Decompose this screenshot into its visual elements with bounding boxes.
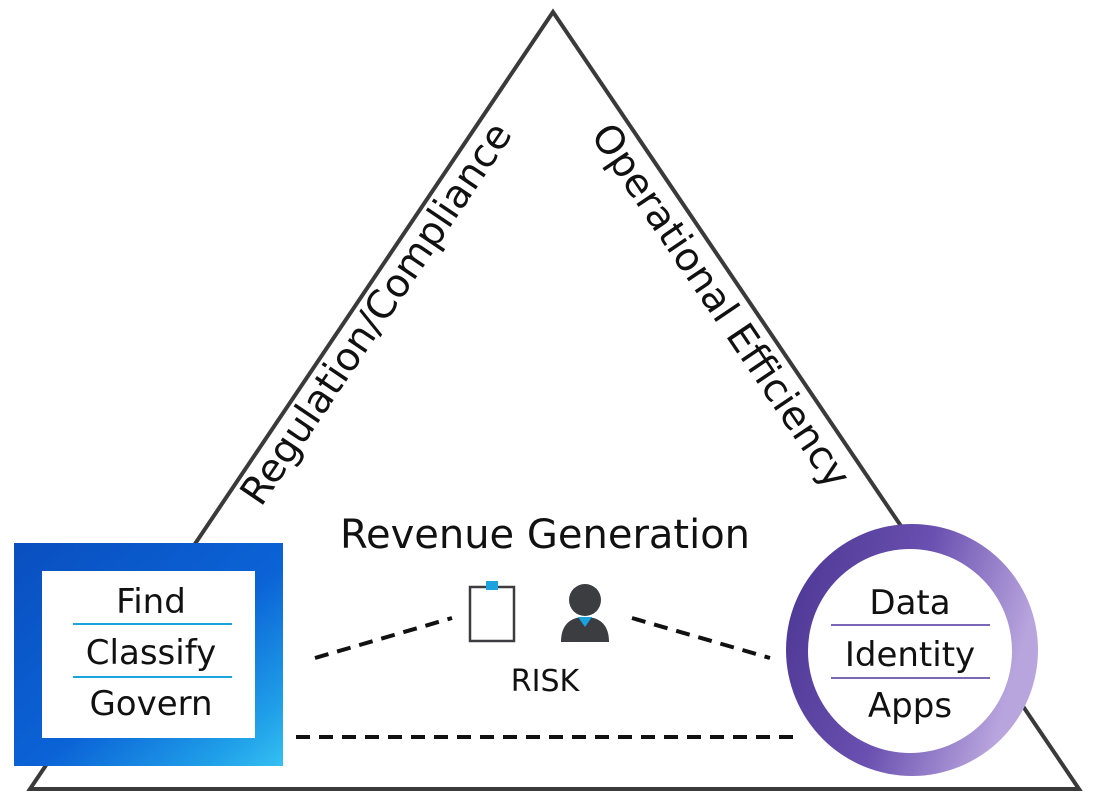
box-item-govern: Govern [89,684,212,724]
box-item-classify: Classify [86,633,216,673]
edge-label-left: Regulation/Compliance [232,114,521,513]
circle-item-data: Data [869,583,950,623]
edge-label-bottom: Revenue Generation [340,512,750,558]
triangle-outline [26,8,1083,791]
person-icon [561,584,609,642]
circle-item-apps: Apps [868,686,952,726]
clipboard-icon [468,581,516,643]
edge-label-right: Operational Efficiency [582,116,859,497]
data-identity-apps-circle: Data Identity Apps [786,524,1038,776]
risk-label: RISK [511,664,581,699]
circle-item-identity: Identity [845,635,975,675]
dashed-connector-right [631,616,771,660]
find-classify-govern-box: Find Classify Govern [14,543,283,766]
box-item-find: Find [116,582,186,622]
dashed-connector-left [314,616,453,660]
